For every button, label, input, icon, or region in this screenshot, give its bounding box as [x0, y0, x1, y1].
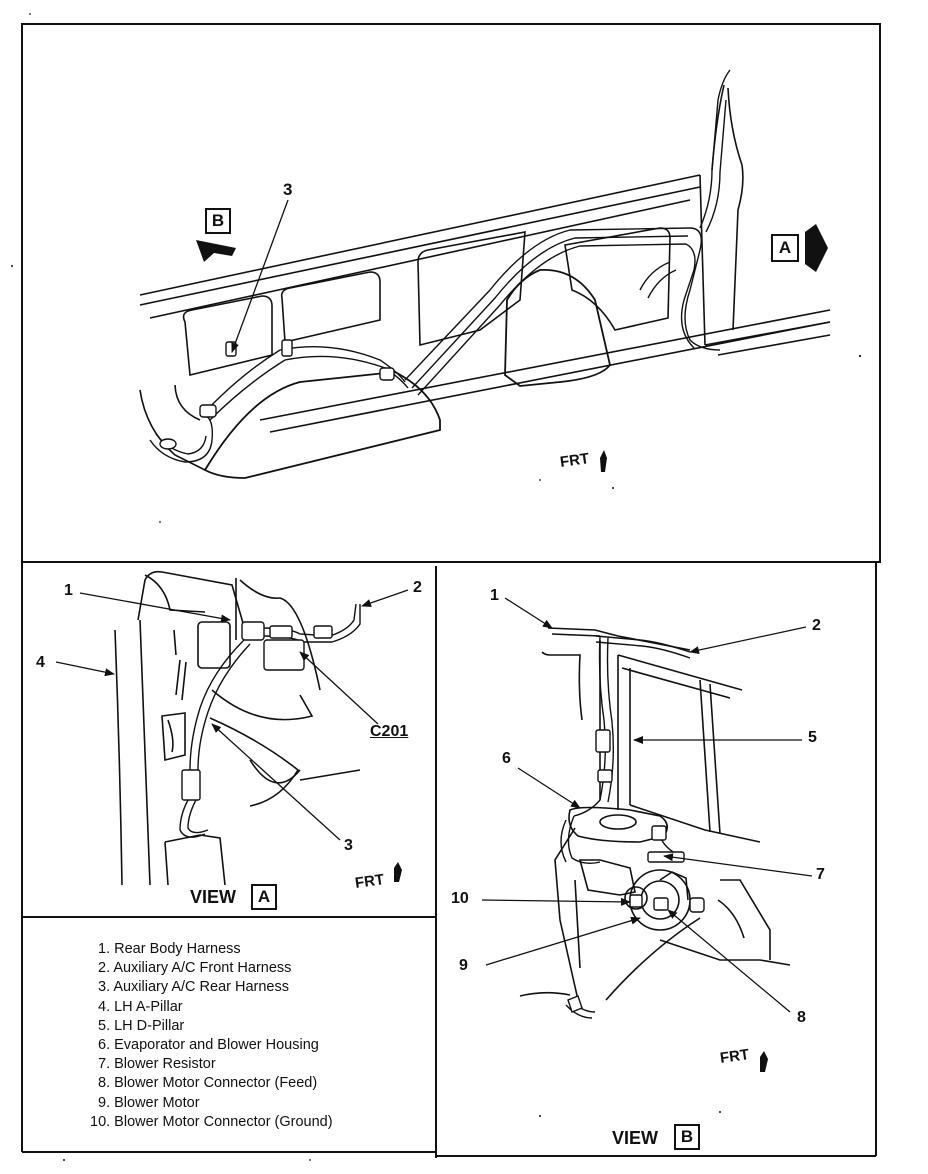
view-b-arrow: [196, 240, 236, 262]
view-b-callout-2: 2: [812, 617, 821, 634]
harness-clips: [159, 339, 395, 450]
body-side-panel: [139, 84, 831, 471]
view-b-callout-6: 6: [502, 750, 511, 767]
view-b-title: VIEW: [612, 1128, 659, 1148]
view-b-marker: B: [205, 208, 231, 234]
view-a-callout-1: 1: [64, 582, 73, 599]
wheel-housings: [203, 269, 611, 479]
view-b-title-letter: B: [674, 1124, 700, 1150]
view-a-marker: A: [771, 234, 799, 262]
view-a-callout-4: 4: [36, 654, 45, 671]
view-a-leaders: [55, 589, 409, 841]
view-b-callout-1: 1: [490, 587, 499, 604]
legend-item: 6. Evaporator and Blower Housing: [98, 1037, 319, 1054]
component-legend: 1. Rear Body Harness 2. Auxiliary A/C Fr…: [86, 940, 333, 1132]
view-a-pillar: [114, 570, 361, 886]
view-a-title-letter: A: [251, 884, 277, 910]
view-a-arrow: [805, 224, 828, 272]
main-callout-3: 3: [283, 180, 293, 199]
legend-item: 8. Blower Motor Connector (Feed): [98, 1075, 318, 1092]
connector-c201-label: C201: [370, 723, 409, 740]
legend-item: 4. LH A-Pillar: [98, 998, 183, 1015]
legend-item: 3. Auxiliary A/C Rear Harness: [98, 979, 289, 996]
panel-borders: [21, 23, 881, 1158]
view-b-body: [519, 627, 791, 1001]
legend-item: 1. Rear Body Harness: [98, 941, 241, 957]
frt-arrow-view-b: [760, 1051, 768, 1072]
legend-item: 2. Auxiliary A/C Front Harness: [98, 960, 292, 977]
view-a-title: VIEW: [190, 887, 237, 907]
view-a-harness: [179, 603, 361, 838]
evaporator-blower-housing: [568, 806, 691, 931]
view-b-callout-8: 8: [797, 1009, 806, 1026]
legend-item: 5. LH D-Pillar: [98, 1017, 185, 1034]
view-b-callout-9: 9: [459, 957, 468, 974]
view-a-callout-3: 3: [344, 837, 353, 854]
view-b-callout-7: 7: [816, 866, 825, 883]
frt-arrow-view-a: [394, 862, 402, 882]
legend-item: 10. Blower Motor Connector (Ground): [90, 1113, 333, 1130]
frt-arrow-main: [600, 450, 607, 472]
legend-item: 9. Blower Motor: [98, 1094, 200, 1111]
harness-routing: [149, 69, 731, 463]
legend-item: 7. Blower Resistor: [98, 1056, 216, 1073]
view-b-callout-5: 5: [808, 729, 817, 746]
view-b-callout-10: 10: [451, 890, 469, 907]
view-a-callout-2: 2: [413, 579, 422, 596]
callout-3-leader: [231, 199, 289, 353]
scan-speckle: [11, 13, 862, 1161]
view-b-leaders: [481, 597, 813, 1013]
